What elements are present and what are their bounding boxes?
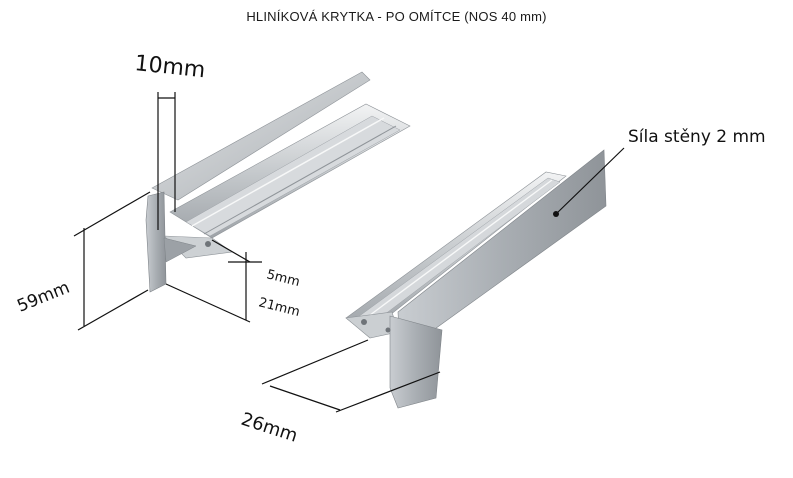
- left-rail-groove: [185, 115, 401, 237]
- right-side-wall: [397, 149, 607, 355]
- right-end-plate: [389, 315, 443, 409]
- diagram-title: HLINÍKOVÁ KRYTKA - PO OMÍTCE (NOS 40 mm): [246, 9, 547, 24]
- right-cap-piece: [345, 149, 607, 409]
- wall-leader-dot: [553, 211, 559, 217]
- dim-59mm-ext-bottom: [77, 289, 149, 331]
- label-wall-thickness: Síla stěny 2 mm: [628, 127, 766, 147]
- label-lip: 5mm: [265, 267, 301, 290]
- right-screw-hole: [361, 319, 367, 325]
- label-bottom-width: 26mm: [238, 409, 300, 447]
- label-top-width: 10mm: [133, 51, 206, 83]
- dimension-lines: [73, 92, 625, 413]
- left-cap-piece: [145, 71, 411, 293]
- dim-59mm-ext-top: [73, 191, 151, 237]
- dim-26mm-line: [269, 385, 341, 411]
- dim-21mm-ext: [165, 283, 251, 323]
- label-depth: 21mm: [257, 295, 301, 320]
- left-screw-hole: [205, 241, 211, 247]
- left-back-flange: [151, 71, 371, 201]
- wall-leader-line: [555, 147, 625, 215]
- dim-5mm-ext: [211, 239, 251, 263]
- label-height: 59mm: [14, 278, 72, 317]
- left-end-plate: [145, 191, 167, 293]
- dim-26mm-ext-right: [335, 371, 441, 413]
- dim-26mm-ext-left: [261, 339, 369, 385]
